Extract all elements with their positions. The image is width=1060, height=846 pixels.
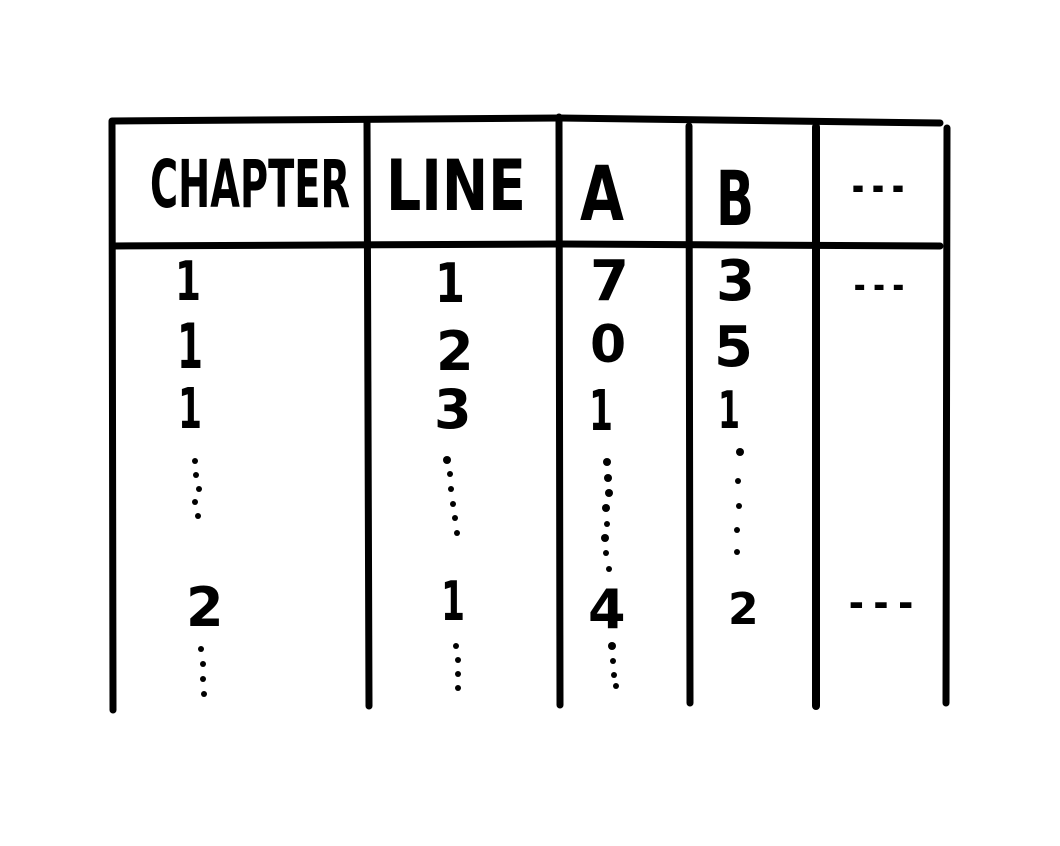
cell-a: 0: [590, 315, 626, 375]
table-row: 1 3 1 1: [178, 377, 740, 444]
cell-line: 1: [441, 570, 465, 633]
cell-chapter: 1: [175, 250, 201, 313]
cell-chapter: 1: [177, 310, 203, 383]
header-line: LINE: [386, 145, 526, 227]
table-row: 1 1 7 3 ...: [175, 249, 908, 315]
cell-line: 3: [434, 378, 472, 441]
cell-a: 4: [588, 578, 626, 641]
header-b: B: [716, 154, 754, 243]
cell-b: 2: [728, 584, 759, 635]
column-divider-right-edge: [942, 124, 951, 707]
table-grid: [108, 113, 951, 714]
continuation-dots: [192, 448, 744, 572]
header-row: CHAPTER LINE A B ...: [150, 145, 908, 243]
table-row: 2 1 4 2 ...: [186, 570, 918, 641]
cell-chapter: 2: [186, 576, 224, 639]
cell-more: ...: [850, 264, 908, 297]
cell-a: 1: [589, 379, 613, 444]
cell-b: 3: [716, 249, 755, 314]
column-divider-left-edge: [108, 118, 117, 714]
cell-line: 1: [435, 252, 465, 315]
cell-line: 2: [436, 320, 474, 383]
column-divider-chapter-line: [363, 116, 373, 710]
header-more: ...: [848, 161, 908, 201]
column-divider-a-b: [685, 122, 694, 707]
cell-a: 7: [590, 249, 629, 314]
cell-more: ...: [844, 581, 918, 616]
table-top-border: [108, 114, 944, 127]
trailing-dots: [198, 642, 619, 697]
cell-b: 5: [714, 315, 753, 380]
header-chapter: CHAPTER: [150, 146, 350, 223]
column-divider-line-a: [555, 113, 564, 709]
cell-chapter: 1: [178, 377, 202, 442]
header-a: A: [580, 149, 624, 238]
cell-b: 1: [718, 381, 740, 441]
table-row: 1 2 0 5: [177, 310, 753, 383]
